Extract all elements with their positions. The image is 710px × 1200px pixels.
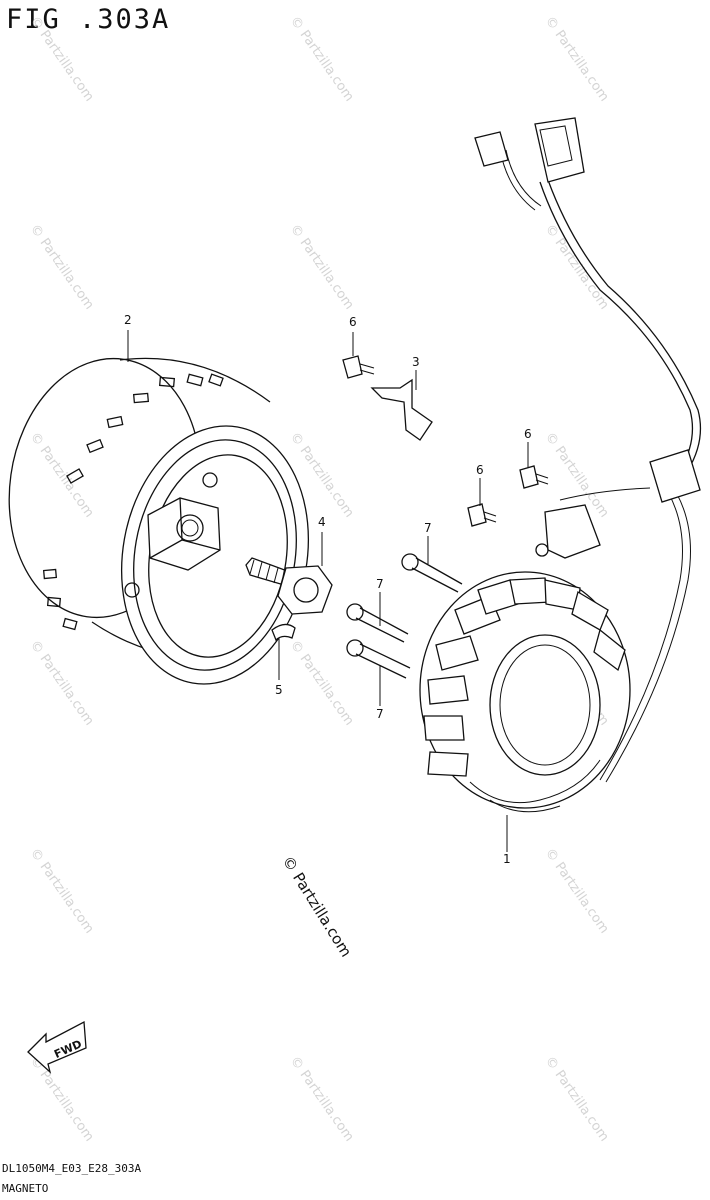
callout-7-top: 7 xyxy=(424,521,432,535)
watermark: © Partzilla.com xyxy=(287,638,357,729)
copyright-text: © Partzilla.com xyxy=(279,853,356,961)
callout-5: 5 xyxy=(275,683,283,697)
small-bolts xyxy=(342,355,549,527)
watermark: © Partzilla.com xyxy=(27,1054,97,1145)
key xyxy=(271,623,296,642)
bracket xyxy=(370,378,433,441)
watermark: © Partzilla.com xyxy=(287,222,357,313)
watermark: © Partzilla.com xyxy=(27,430,97,521)
callout-6-right: 6 xyxy=(524,427,532,441)
callout-6-middle: 6 xyxy=(476,463,484,477)
watermark: © Partzilla.com xyxy=(27,846,97,937)
figure-title: FIG .303A xyxy=(6,4,171,35)
watermark: © Partzilla.com xyxy=(27,638,97,729)
watermark: © Partzilla.com xyxy=(542,846,612,937)
long-bolts xyxy=(346,553,463,679)
rotor-bolt xyxy=(245,557,333,615)
callout-7-middle: 7 xyxy=(376,577,384,591)
figure-name: MAGNETO xyxy=(2,1182,49,1195)
wire-harness xyxy=(474,117,702,783)
watermark: © Partzilla.com xyxy=(287,14,357,105)
callout-1: 1 xyxy=(503,852,511,866)
watermark: © Partzilla.com xyxy=(542,14,612,105)
stator xyxy=(419,571,631,813)
watermark: © Partzilla.com xyxy=(27,222,97,313)
watermark: © Partzilla.com xyxy=(542,1054,612,1145)
watermark: © Partzilla.com xyxy=(287,1054,357,1145)
figure-code: DL1050M4_E03_E28_303A xyxy=(2,1162,142,1175)
leader-lines xyxy=(127,330,529,852)
callout-7-bottom: 7 xyxy=(376,707,384,721)
callout-3: 3 xyxy=(412,355,420,369)
callout-6-top: 6 xyxy=(349,315,357,329)
watermark: © Partzilla.com xyxy=(27,14,97,105)
callout-2: 2 xyxy=(124,313,132,327)
callouts: 1 2 3 4 5 6 6 6 7 7 7 xyxy=(124,313,532,866)
callout-4: 4 xyxy=(318,515,326,529)
rotor-flywheel xyxy=(8,357,310,685)
watermark: © Partzilla.com xyxy=(542,222,612,313)
